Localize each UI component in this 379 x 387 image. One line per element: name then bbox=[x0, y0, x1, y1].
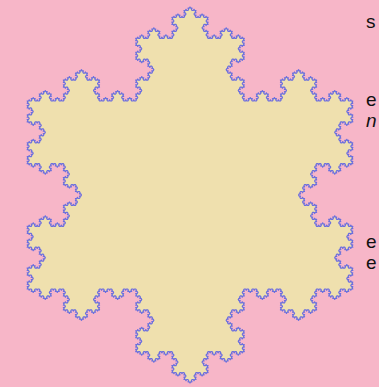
text-fragment: e bbox=[366, 90, 377, 109]
text-fragment: e bbox=[366, 253, 377, 272]
text-fragment: n bbox=[366, 111, 377, 130]
text-fragment: e bbox=[366, 232, 377, 251]
text-fragment: s bbox=[366, 12, 376, 31]
snowflake-outline bbox=[27, 7, 353, 383]
